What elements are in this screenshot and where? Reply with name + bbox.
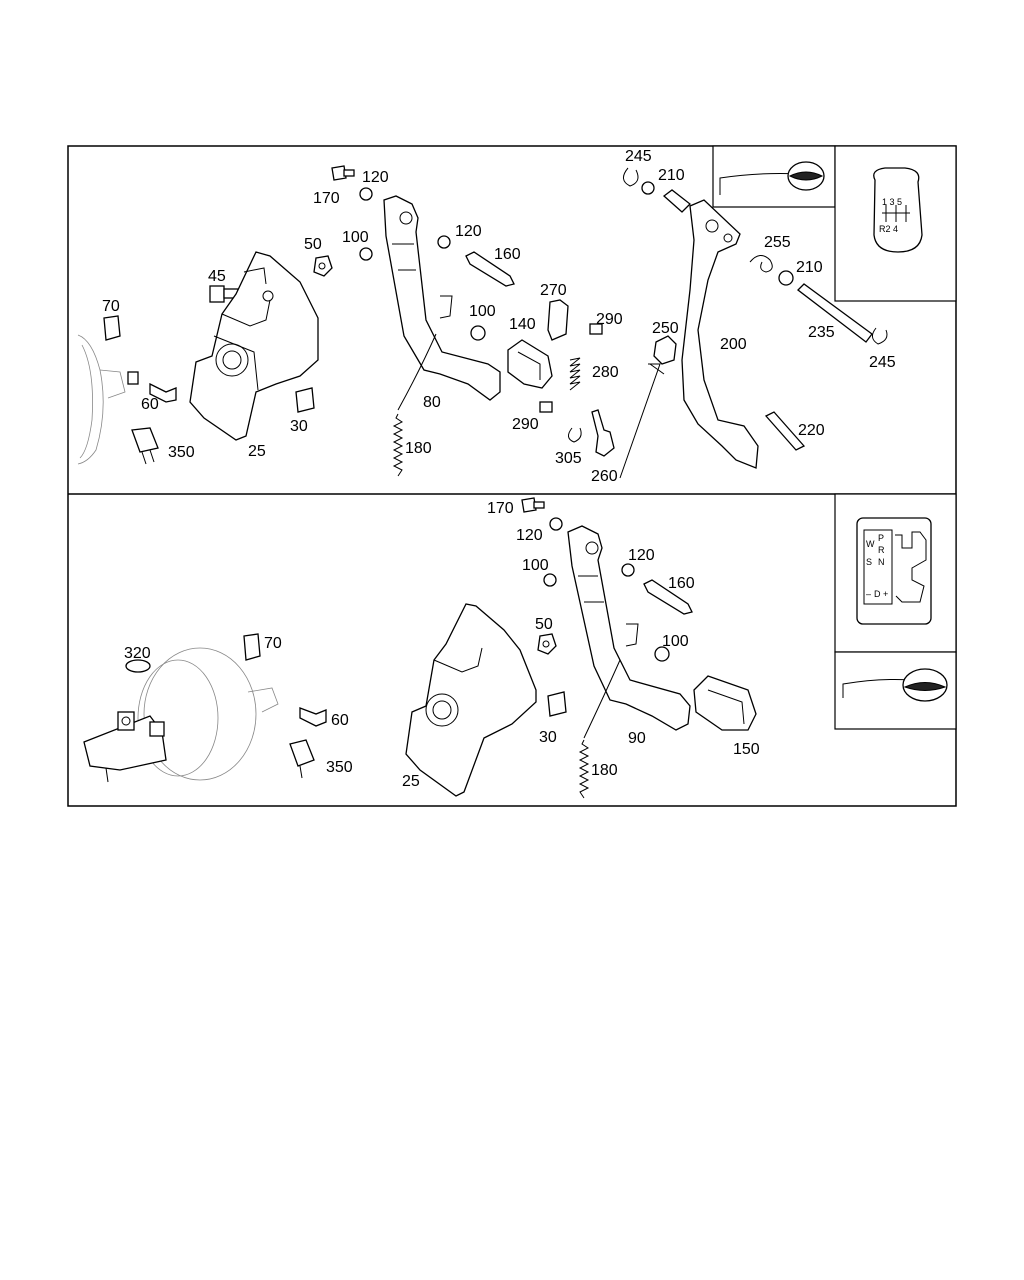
callout-245: 245 bbox=[869, 354, 896, 371]
callout-140: 140 bbox=[509, 316, 536, 333]
callout-320: 320 bbox=[124, 645, 151, 662]
callout-305: 305 bbox=[555, 450, 582, 467]
callout-200: 200 bbox=[720, 336, 747, 353]
gear-pattern-row2: R2 4 bbox=[879, 224, 898, 234]
callout-25: 25 bbox=[248, 443, 266, 460]
callout-160: 160 bbox=[494, 246, 521, 263]
selector-minus: – bbox=[866, 589, 871, 599]
gear-pattern-row1: 1 3 5 bbox=[882, 197, 902, 207]
callout-100: 100 bbox=[522, 557, 549, 574]
callout-220: 220 bbox=[798, 422, 825, 439]
selector-R: R bbox=[878, 545, 885, 555]
callout-30: 30 bbox=[290, 418, 308, 435]
callout-210: 210 bbox=[658, 167, 685, 184]
selector-P: P bbox=[878, 533, 884, 543]
callout-290: 290 bbox=[512, 416, 539, 433]
callout-270: 270 bbox=[540, 282, 567, 299]
selector-plus: + bbox=[883, 589, 888, 599]
callout-350: 350 bbox=[168, 444, 195, 461]
bottom-panel-artwork bbox=[83, 497, 757, 799]
selector-N: N bbox=[878, 557, 885, 567]
callout-180: 180 bbox=[591, 762, 618, 779]
callout-70: 70 bbox=[102, 298, 120, 315]
callout-235: 235 bbox=[808, 324, 835, 341]
selector-D: D bbox=[874, 589, 881, 599]
callout-100: 100 bbox=[469, 303, 496, 320]
callout-90: 90 bbox=[628, 730, 646, 747]
inset-automatic-selector: W S P R N – D + bbox=[834, 493, 957, 653]
callout-210: 210 bbox=[796, 259, 823, 276]
callout-50: 50 bbox=[535, 616, 553, 633]
callout-30: 30 bbox=[539, 729, 557, 746]
diagram-frame bbox=[67, 145, 957, 807]
callout-255: 255 bbox=[764, 234, 791, 251]
callout-280: 280 bbox=[592, 364, 619, 381]
callout-45: 45 bbox=[208, 268, 226, 285]
top-callouts: 170 120 100 120 160 50 45 70 60 350 25 3… bbox=[102, 148, 896, 485]
callout-150: 150 bbox=[733, 741, 760, 758]
callout-120: 120 bbox=[455, 223, 482, 240]
callout-80: 80 bbox=[423, 394, 441, 411]
callout-120: 120 bbox=[516, 527, 543, 544]
callout-260: 260 bbox=[591, 468, 618, 485]
callout-170: 170 bbox=[487, 500, 514, 517]
callout-350: 350 bbox=[326, 759, 353, 776]
top-panel-artwork bbox=[77, 165, 888, 479]
inset-pedal-indicator-top bbox=[712, 145, 836, 208]
callout-160: 160 bbox=[668, 575, 695, 592]
callout-100: 100 bbox=[342, 229, 369, 246]
callout-245: 245 bbox=[625, 148, 652, 165]
callout-50: 50 bbox=[304, 236, 322, 253]
callout-120: 120 bbox=[628, 547, 655, 564]
callout-250: 250 bbox=[652, 320, 679, 337]
callout-180: 180 bbox=[405, 440, 432, 457]
callout-170: 170 bbox=[313, 190, 340, 207]
inset-pedal-indicator-bottom bbox=[834, 651, 957, 730]
callout-25: 25 bbox=[402, 773, 420, 790]
callout-120: 120 bbox=[362, 169, 389, 186]
selector-S: S bbox=[866, 557, 872, 567]
callout-290: 290 bbox=[596, 311, 623, 328]
callout-70: 70 bbox=[264, 635, 282, 652]
callout-100: 100 bbox=[662, 633, 689, 650]
callout-60: 60 bbox=[141, 396, 159, 413]
callout-60: 60 bbox=[331, 712, 349, 729]
bottom-callouts: 170 120 100 120 160 50 100 30 90 150 180… bbox=[124, 500, 760, 790]
inset-manual-shift-knob: 1 3 5 R2 4 bbox=[834, 145, 957, 302]
selector-W: W bbox=[866, 539, 875, 549]
